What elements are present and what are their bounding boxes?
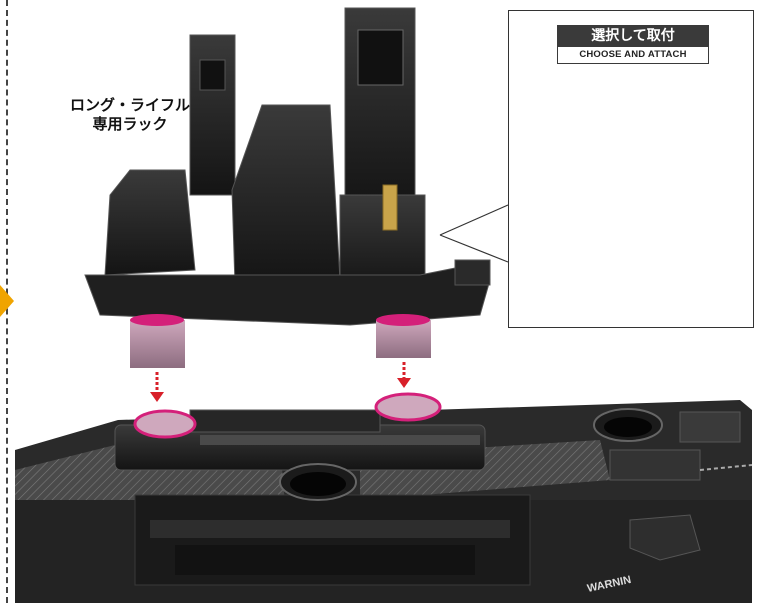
inset-title: 選択して取付 CHOOSE AND ATTACH [557, 25, 709, 64]
choose-and-attach-inset: 選択して取付 CHOOSE AND ATTACH [508, 10, 754, 328]
callout-line-top [439, 204, 509, 236]
inset-title-jp: 選択して取付 [557, 25, 709, 47]
inset-title-en: CHOOSE AND ATTACH [557, 47, 709, 64]
rack-label-line2: 専用ラック [92, 115, 168, 133]
rack-label-line1: ロング・ライフル [70, 96, 191, 114]
drop-arrow-right [397, 362, 411, 388]
callout-line-bottom [439, 234, 509, 263]
orange-arrow-marker [0, 285, 14, 317]
rack-label: ロング・ライフル 専用ラック [70, 96, 190, 134]
drop-arrow-left [150, 372, 164, 402]
base-station [15, 392, 753, 603]
rifle-rack [84, 7, 491, 368]
